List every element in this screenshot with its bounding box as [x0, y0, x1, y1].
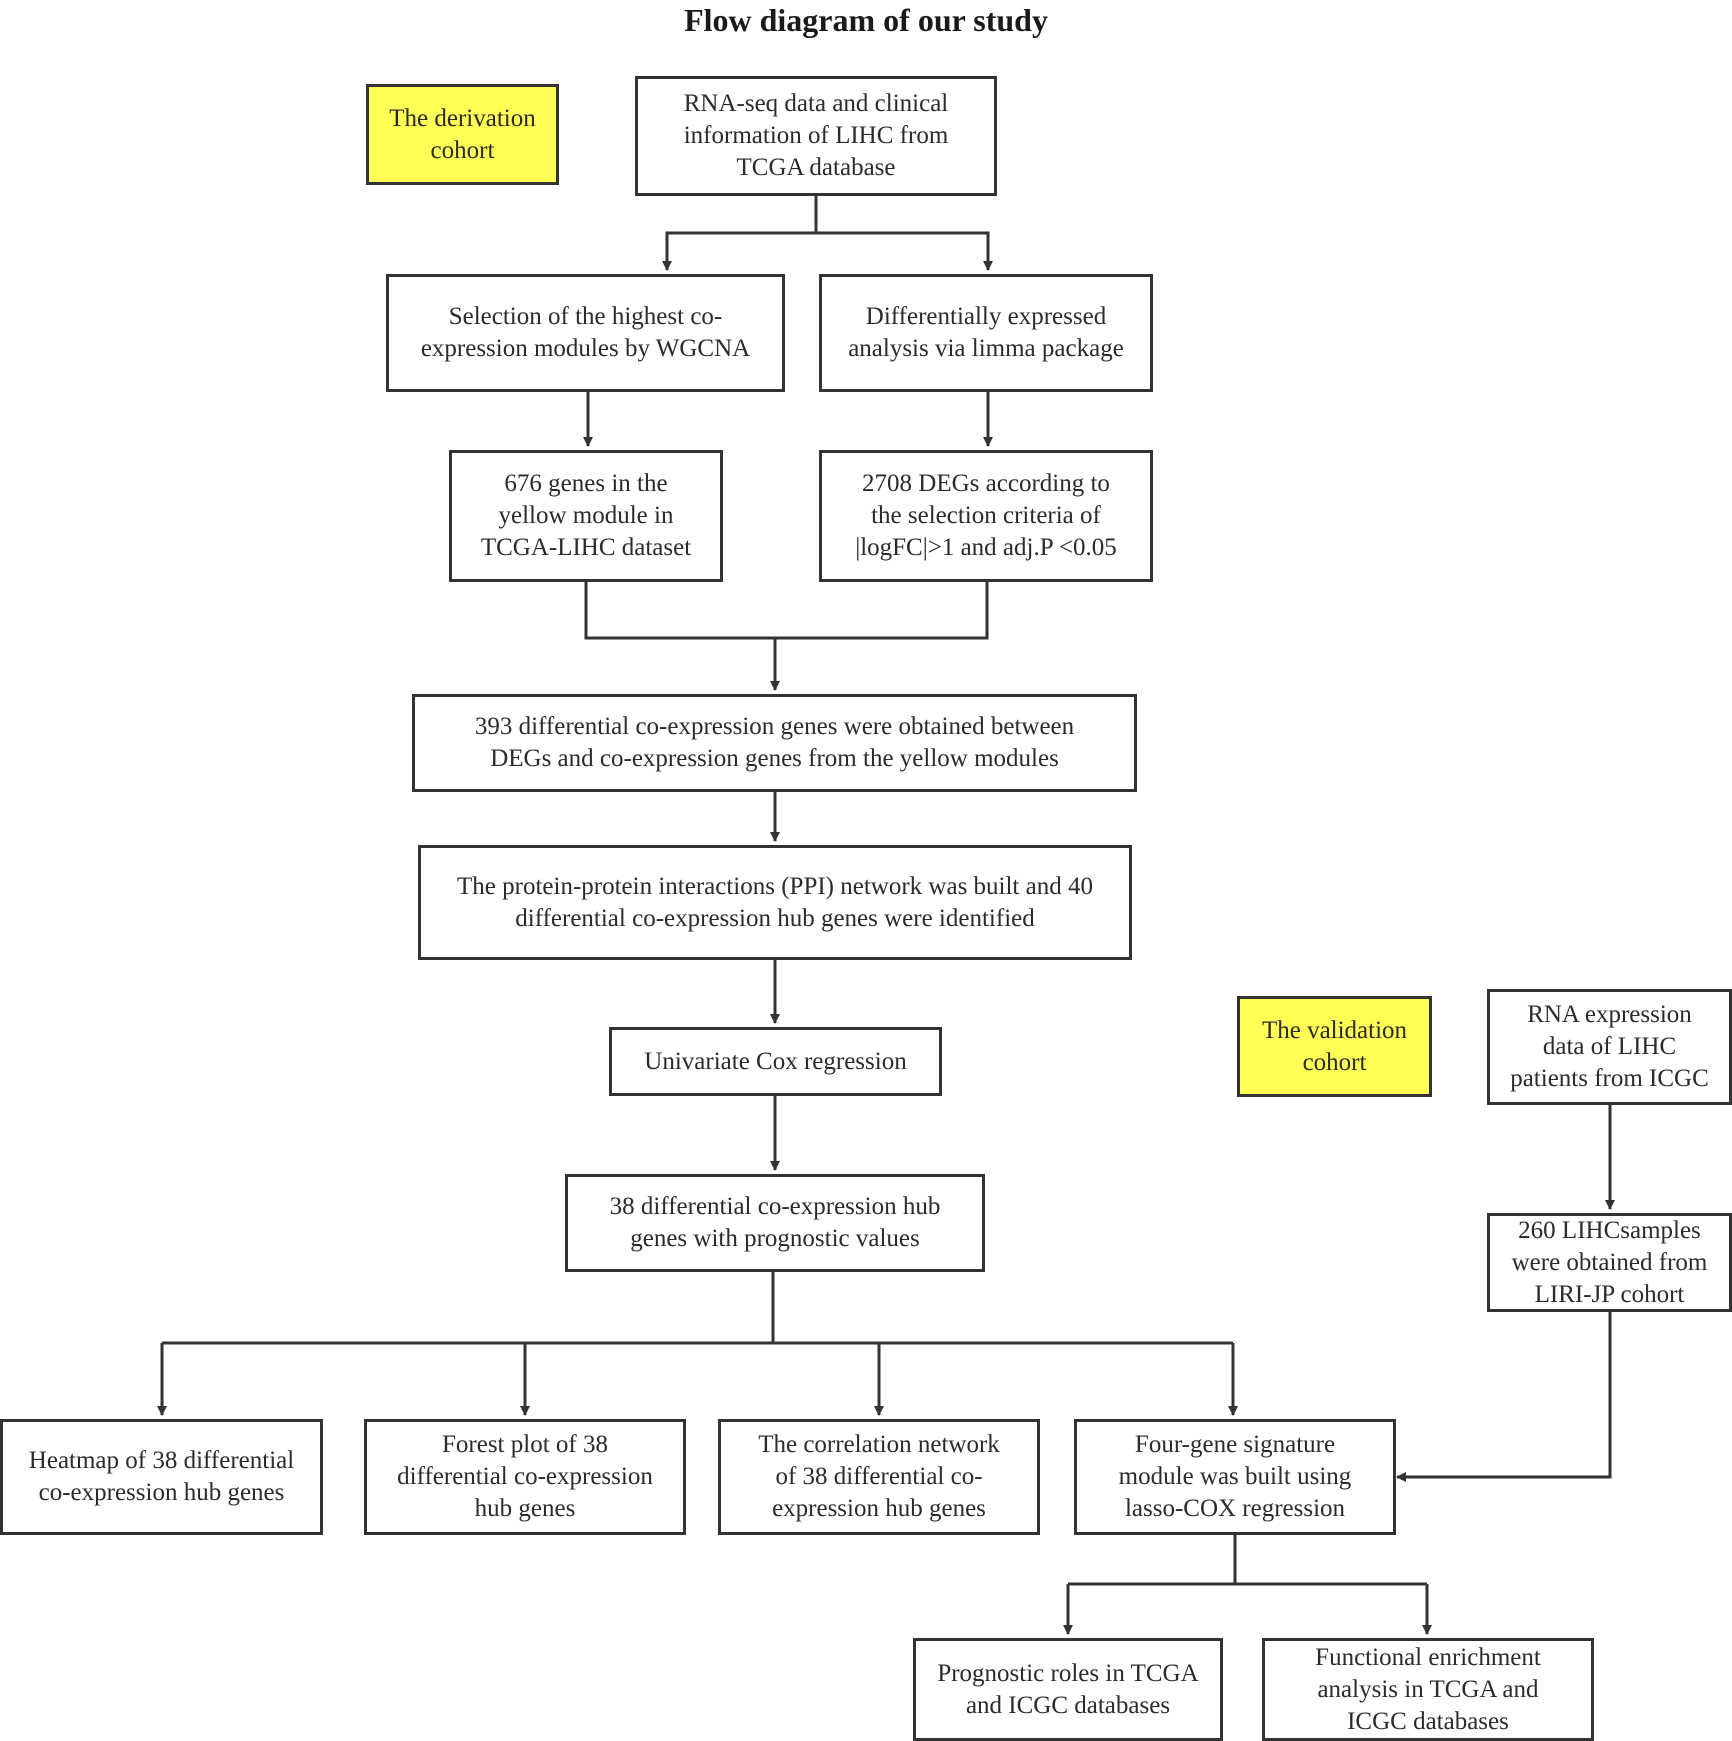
- node-wgcna: Selection of the highest co- expression …: [386, 274, 785, 392]
- node-yellow-module: 676 genes in the yellow module in TCGA-L…: [449, 450, 723, 582]
- node-tcga-data: RNA-seq data and clinical information of…: [635, 76, 997, 196]
- connector-tcga-split: [662, 196, 818, 271]
- connector-merge: [584, 582, 989, 640]
- node-icgc-data: RNA expression data of LIHC patients fro…: [1487, 989, 1732, 1105]
- diagram-title: Flow diagram of our study: [684, 1, 1048, 38]
- node-univariate-cox: Univariate Cox regression: [609, 1027, 942, 1096]
- node-prognostic-roles: Prognostic roles in TCGA and ICGC databa…: [913, 1638, 1223, 1741]
- node-overlap: 393 differential co-expression genes wer…: [412, 694, 1137, 792]
- node-heatmap: Heatmap of 38 differential co-expression…: [0, 1419, 323, 1535]
- node-ppi: The protein-protein interactions (PPI) n…: [418, 845, 1132, 960]
- node-38-prognostic: 38 differential co-expression hub genes …: [565, 1174, 985, 1272]
- node-liri-samples: 260 LIHCsamples were obtained from LIRI-…: [1487, 1213, 1732, 1312]
- derivation-cohort-label: The derivation cohort: [366, 84, 559, 185]
- node-degs: 2708 DEGs according to the selection cri…: [819, 450, 1153, 582]
- node-forest-plot: Forest plot of 38 differential co-expres…: [364, 1419, 686, 1535]
- node-correlation-network: The correlation network of 38 differenti…: [718, 1419, 1040, 1535]
- node-functional-enrichment: Functional enrichment analysis in TCGA a…: [1262, 1638, 1594, 1741]
- node-four-gene-signature: Four-gene signature module was built usi…: [1074, 1419, 1396, 1535]
- connector-tcga-to-limma: [816, 231, 993, 271]
- connector-liri-to-signature: [1396, 1312, 1612, 1482]
- validation-cohort-label: The validation cohort: [1237, 996, 1432, 1097]
- node-limma: Differentially expressed analysis via li…: [819, 274, 1153, 392]
